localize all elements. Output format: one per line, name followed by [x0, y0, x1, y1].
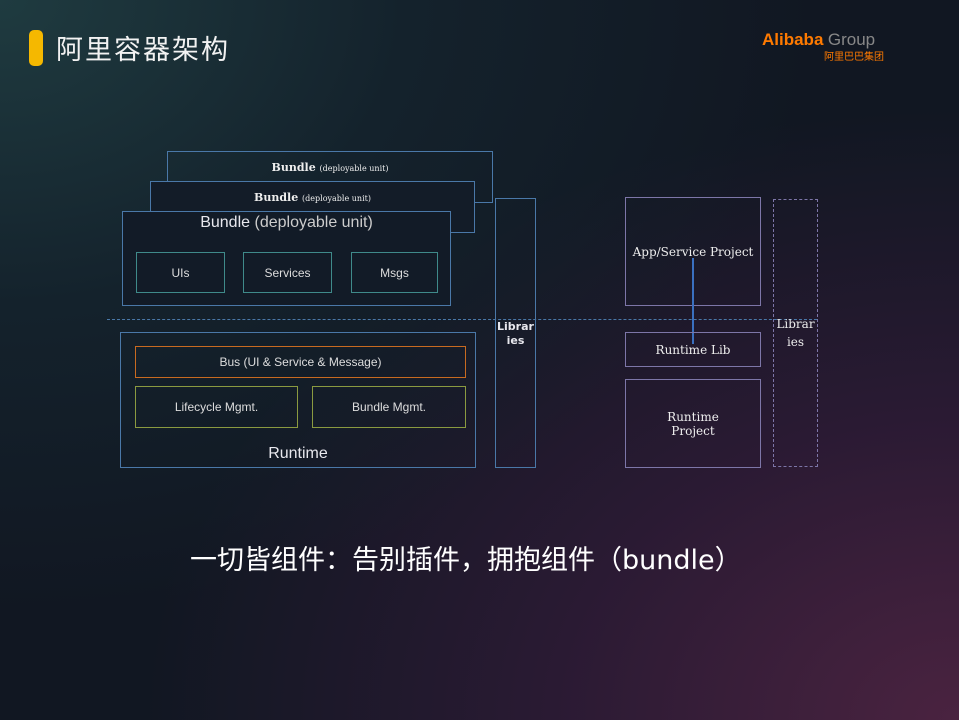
- page-title: 阿里容器架构: [56, 35, 230, 66]
- lifecycle-mgmt-box: Lifecycle Mgmt.: [135, 386, 298, 428]
- bundle-sub: (deployable unit): [302, 194, 371, 203]
- bundle-label: Bundle: [200, 214, 251, 231]
- libraries-box-right: Librar ies: [773, 199, 818, 467]
- bundle-sub: (deployable unit): [319, 164, 389, 173]
- runtime-project-label: Project: [671, 423, 715, 438]
- services-box: Services: [243, 252, 332, 293]
- libraries-label: Librar: [776, 317, 815, 331]
- runtime-box: Bus (UI & Service & Message) Lifecycle M…: [120, 332, 476, 468]
- bus-box: Bus (UI & Service & Message): [135, 346, 466, 378]
- libraries-label: Librar: [497, 320, 534, 333]
- logo-brand: Alibaba: [762, 30, 824, 49]
- bundle-label: Bundle: [271, 161, 316, 174]
- alibaba-logo: Alibaba Group 阿里巴巴集团: [762, 30, 884, 63]
- uis-box: UIs: [136, 252, 225, 293]
- msgs-box: Msgs: [351, 252, 438, 293]
- libraries-label: ies: [786, 335, 805, 349]
- logo-cn: 阿里巴巴集团: [824, 52, 884, 63]
- runtime-project-label: Runtime: [667, 409, 719, 424]
- app-project-label: App/Service Project: [632, 244, 754, 259]
- bundle-front: Bundle (deployable unit) UIs Services Ms…: [122, 211, 451, 306]
- logo-group: Group: [827, 30, 876, 49]
- runtime-label: Runtime: [268, 445, 328, 462]
- libraries-label: ies: [506, 334, 525, 347]
- bundle-mgmt-box: Bundle Mgmt.: [312, 386, 466, 428]
- runtime-lib-box: Runtime Lib: [625, 332, 761, 367]
- title-accent-bar: [29, 30, 43, 66]
- caption: 一切皆组件：告别插件，拥抱组件（bundle）: [190, 545, 742, 576]
- divider-line: [107, 319, 817, 320]
- bundle-label: Bundle: [254, 191, 299, 204]
- bundle-sub: (deployable unit): [254, 214, 373, 231]
- runtime-lib-label: Runtime Lib: [655, 342, 731, 357]
- runtime-project-box: Runtime Project: [625, 379, 761, 468]
- libraries-box-left: Librar ies: [495, 198, 536, 468]
- arrow-line: [692, 258, 694, 344]
